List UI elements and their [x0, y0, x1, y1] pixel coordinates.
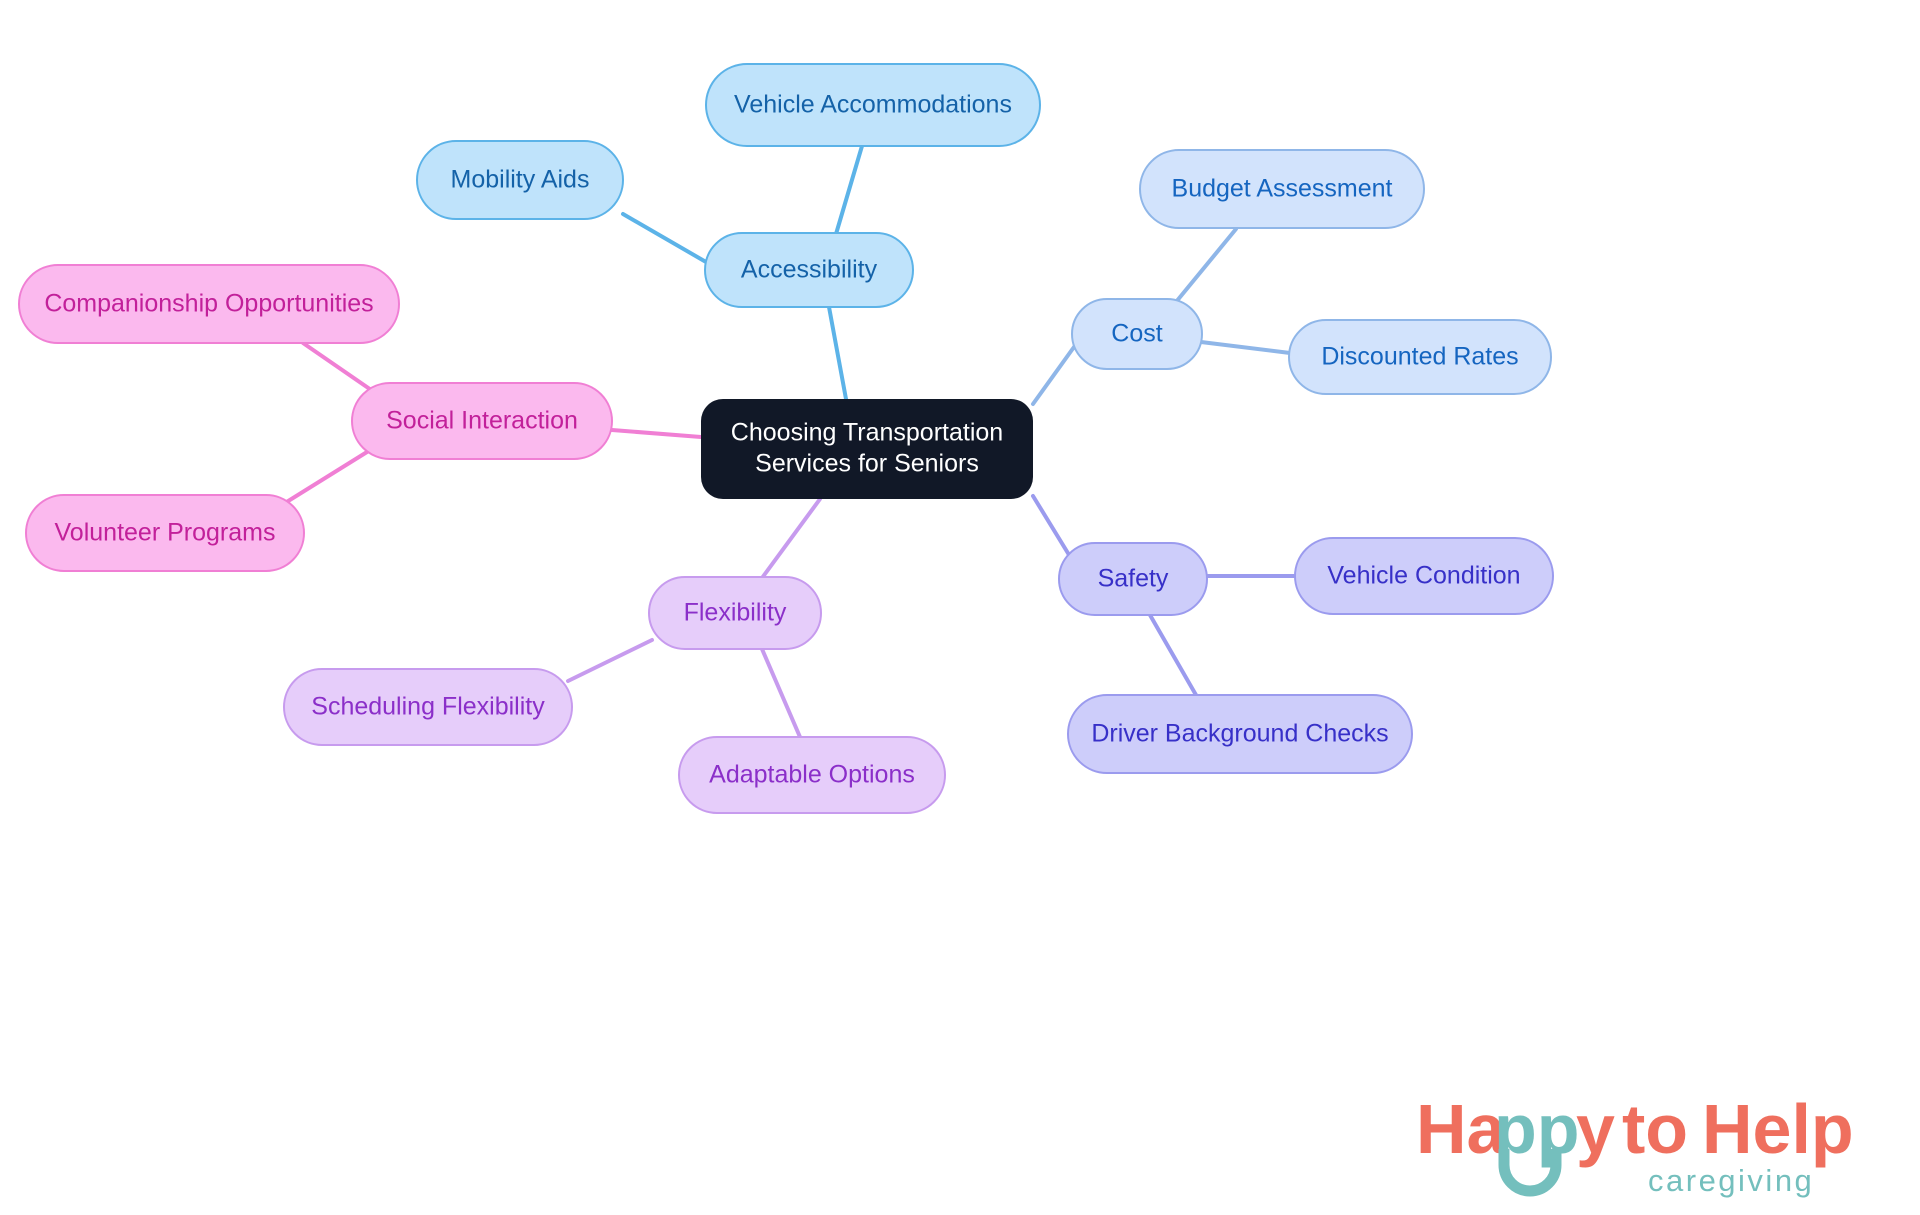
- node-shape-vehicle-condition: [1294, 537, 1554, 615]
- logo-text-ha: Ha: [1416, 1090, 1507, 1168]
- node-accessibility[interactable]: Accessibility: [704, 232, 914, 308]
- node-vehicle-condition[interactable]: Vehicle Condition: [1294, 537, 1554, 615]
- node-safety[interactable]: Safety: [1058, 542, 1208, 616]
- node-flexibility[interactable]: Flexibility: [648, 576, 822, 650]
- node-adaptable-options[interactable]: Adaptable Options: [678, 736, 946, 814]
- edge-accessibility-vehicle-accommodations: [834, 144, 864, 236]
- node-shape-flexibility: [648, 576, 822, 650]
- node-discounted-rates[interactable]: Discounted Rates: [1288, 319, 1552, 395]
- logo-text-help: Help: [1702, 1090, 1854, 1168]
- logo-text-to: to: [1622, 1090, 1688, 1168]
- node-shape-volunteer-programs: [25, 494, 305, 572]
- node-social-interaction[interactable]: Social Interaction: [351, 382, 613, 460]
- edge-root-flexibility: [760, 497, 822, 580]
- edge-social-volunteer-programs: [275, 450, 369, 510]
- node-shape-budget-assessment: [1139, 149, 1425, 229]
- node-shape-cost: [1071, 298, 1203, 370]
- node-shape-companionship-opportunities: [18, 264, 400, 344]
- edge-root-accessibility: [827, 305, 848, 401]
- node-shape-discounted-rates: [1288, 319, 1552, 395]
- node-shape-social-interaction: [351, 382, 613, 460]
- node-volunteer-programs[interactable]: Volunteer Programs: [25, 494, 305, 572]
- edge-root-social-interaction: [610, 428, 703, 439]
- edge-safety-driver-background-checks: [1148, 613, 1198, 697]
- edge-cost-budget-assessment: [1174, 227, 1238, 304]
- node-budget-assessment[interactable]: Budget Assessment: [1139, 149, 1425, 229]
- node-shape-safety: [1058, 542, 1208, 616]
- node-shape-accessibility: [704, 232, 914, 308]
- node-driver-background-checks[interactable]: Driver Background Checks: [1067, 694, 1413, 774]
- node-shape-vehicle-accommodations: [705, 63, 1041, 147]
- edge-flexibility-adaptable-options: [760, 647, 802, 739]
- node-cost[interactable]: Cost: [1071, 298, 1203, 370]
- edge-cost-discounted-rates: [1199, 340, 1292, 355]
- node-shape-scheduling-flexibility: [283, 668, 573, 746]
- edge-accessibility-mobility-aids: [621, 212, 708, 264]
- logo-text-y: y: [1576, 1090, 1615, 1168]
- edge-root-cost: [1031, 345, 1076, 406]
- happy-to-help-caregiving-logo: Ha pp y to Help caregiving: [1408, 1087, 1878, 1207]
- edge-social-companionship-opportunities: [301, 341, 379, 396]
- node-shape-driver-background-checks: [1067, 694, 1413, 774]
- smile-arc-icon: [1498, 1149, 1562, 1197]
- node-companionship-opportunities[interactable]: Companionship Opportunities: [18, 264, 400, 344]
- node-mobility-aids[interactable]: Mobility Aids: [416, 140, 624, 220]
- logo-tagline: caregiving: [1648, 1163, 1814, 1198]
- node-shape-mobility-aids: [416, 140, 624, 220]
- node-shape-adaptable-options: [678, 736, 946, 814]
- edge-flexibility-scheduling-flexibility: [566, 638, 654, 683]
- edge-root-safety: [1031, 494, 1076, 565]
- node-vehicle-accommodations[interactable]: Vehicle Accommodations: [705, 63, 1041, 147]
- node-scheduling-flexibility[interactable]: Scheduling Flexibility: [283, 668, 573, 746]
- node-shape-root: [701, 399, 1033, 499]
- edges-layer: [275, 144, 1298, 739]
